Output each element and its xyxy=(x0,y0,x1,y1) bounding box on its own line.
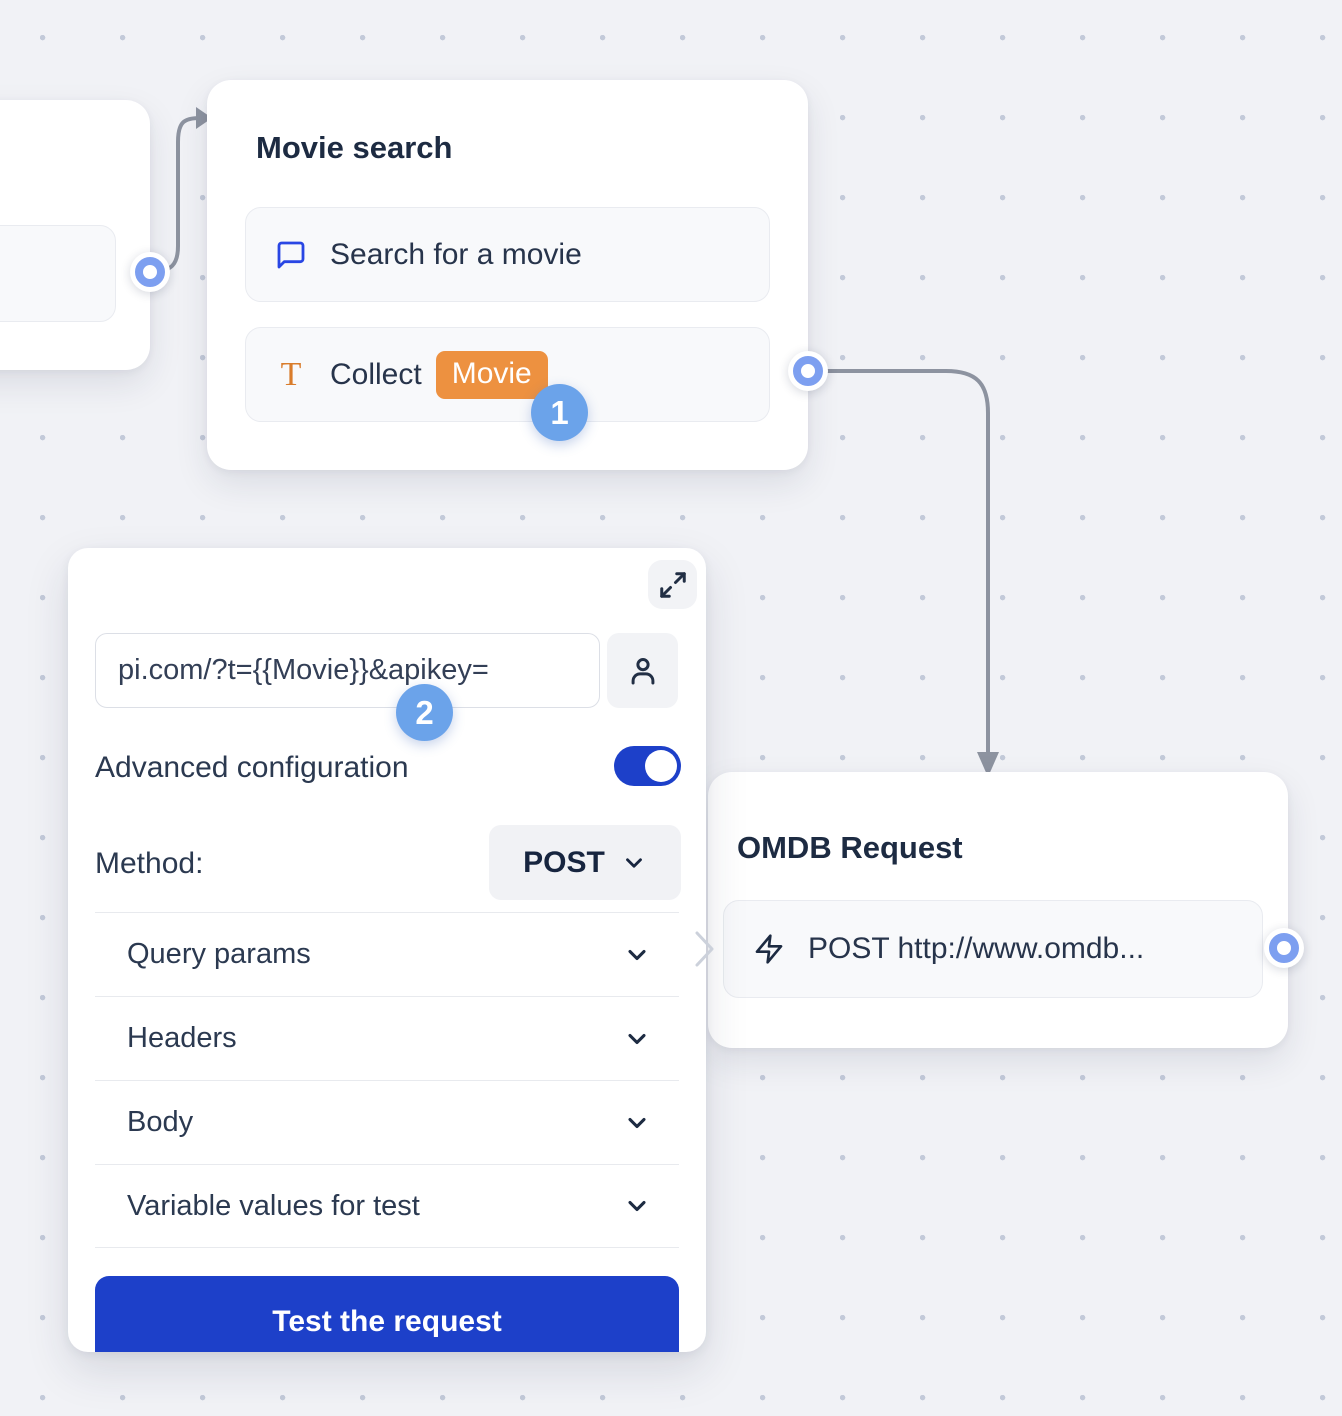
section-label: Query params xyxy=(127,938,311,970)
movie-search-node[interactable]: Movie search Search for a movie T Collec… xyxy=(207,80,808,470)
advanced-configuration-label: Advanced configuration xyxy=(95,751,409,784)
section-variable-values[interactable]: Variable values for test xyxy=(95,1164,679,1248)
input-port-notch-icon[interactable] xyxy=(694,930,718,968)
port-ring-icon xyxy=(793,356,823,386)
output-port-movie-search[interactable] xyxy=(788,351,828,391)
output-port-partial-node[interactable] xyxy=(130,252,170,292)
text-input-icon: T xyxy=(280,355,302,393)
person-icon xyxy=(631,657,654,685)
step-badge-2: 2 xyxy=(396,684,453,741)
port-ring-icon xyxy=(135,257,165,287)
section-query-params[interactable]: Query params xyxy=(95,912,679,996)
collect-block-row[interactable]: T Collect Movie xyxy=(245,327,770,422)
chevron-down-icon xyxy=(628,1033,646,1044)
node-title: OMDB Request xyxy=(737,830,963,865)
message-block-row[interactable]: Search for a movie xyxy=(245,207,770,302)
output-port-omdb[interactable] xyxy=(1264,928,1304,968)
webhook-block-row[interactable]: POST http://www.omdb... xyxy=(723,900,1263,998)
webhook-block-label: POST http://www.omdb... xyxy=(808,932,1145,965)
person-button[interactable] xyxy=(607,633,678,708)
method-value: POST xyxy=(523,845,605,879)
port-ring-icon xyxy=(1269,933,1299,963)
webhook-config-panel: Advanced configuration Method: POST Quer… xyxy=(68,548,706,1352)
method-select[interactable]: POST xyxy=(489,825,681,900)
section-label: Variable values for test xyxy=(127,1189,420,1222)
variable-tag[interactable]: Movie xyxy=(435,350,548,399)
message-block-label: Search for a movie xyxy=(330,237,582,271)
toggle-knob xyxy=(645,750,677,782)
chat-bubble-icon xyxy=(274,239,308,271)
expand-icon xyxy=(659,571,686,598)
section-label: Body xyxy=(127,1106,194,1138)
node-title: Movie search xyxy=(256,130,453,165)
lightning-icon xyxy=(752,933,786,965)
step-badge-1: 1 xyxy=(531,384,588,441)
expand-button[interactable] xyxy=(648,560,697,609)
method-label: Method: xyxy=(95,847,204,880)
connector-line-2 xyxy=(808,369,990,754)
section-body[interactable]: Body xyxy=(95,1080,679,1164)
partial-node-row[interactable] xyxy=(0,225,116,322)
collect-block-label: Collect xyxy=(330,357,422,391)
chevron-down-icon xyxy=(628,1117,646,1128)
section-headers[interactable]: Headers xyxy=(95,996,679,1080)
url-input[interactable] xyxy=(95,633,600,708)
connector-line-1 xyxy=(149,116,201,274)
chevron-down-icon xyxy=(628,1200,646,1212)
config-sections: Query params Headers Body Variable value… xyxy=(95,912,679,1248)
chevron-down-icon xyxy=(628,949,646,960)
section-label: Headers xyxy=(127,1022,237,1054)
test-request-button[interactable]: Test the request xyxy=(95,1276,679,1352)
advanced-configuration-toggle[interactable] xyxy=(614,746,681,786)
omdb-request-node[interactable]: OMDB Request POST http://www.omdb... xyxy=(708,772,1288,1048)
chevron-down-icon xyxy=(625,857,642,868)
